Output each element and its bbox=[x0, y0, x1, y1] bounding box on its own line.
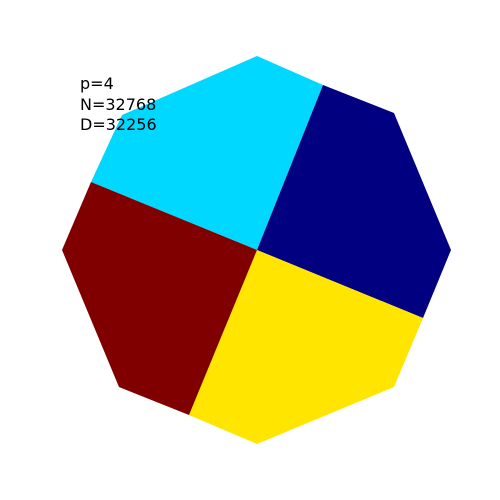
stat-n: N=32768 bbox=[80, 94, 157, 114]
stats-label: p=4 N=32768 D=32256 bbox=[80, 74, 157, 136]
stat-p: p=4 bbox=[80, 74, 114, 93]
stat-d: D=32256 bbox=[80, 115, 157, 134]
partition-region-right bbox=[257, 85, 451, 318]
partition-region-top-left bbox=[91, 56, 323, 250]
partition-region-bottom-right bbox=[189, 250, 423, 444]
partition-region-left bbox=[62, 182, 257, 415]
